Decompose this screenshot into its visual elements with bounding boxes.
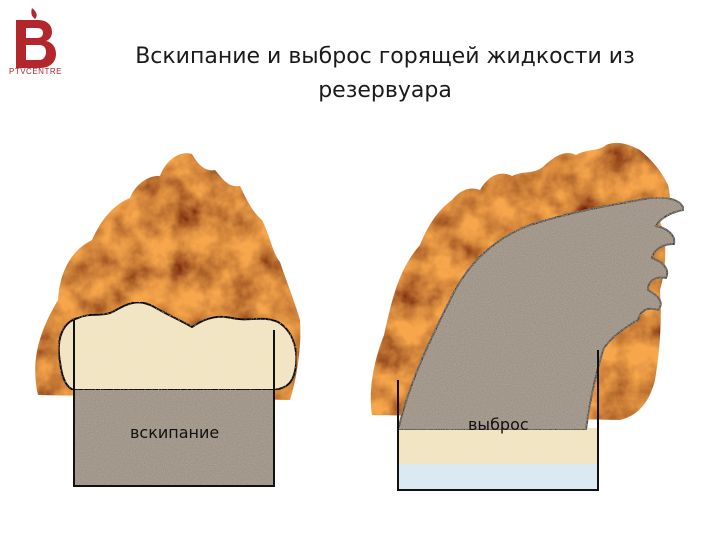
ptv-logo-icon: [16, 8, 56, 68]
right-foam-layer: [398, 428, 598, 464]
logo-caption: PTVCENTRE: [9, 67, 62, 76]
slopover-label: выброс: [468, 415, 529, 434]
left-tank-liquid: [74, 388, 274, 486]
ejection-plume: [396, 196, 686, 431]
page-title: Вскипание и выброс горящей жидкости из р…: [135, 44, 635, 103]
boilover-label: вскипание: [130, 423, 219, 442]
left-foam: [57, 301, 298, 391]
right-water: [398, 462, 598, 490]
left-tank-outline: [73, 320, 275, 487]
right-tank-outline: [397, 350, 599, 491]
